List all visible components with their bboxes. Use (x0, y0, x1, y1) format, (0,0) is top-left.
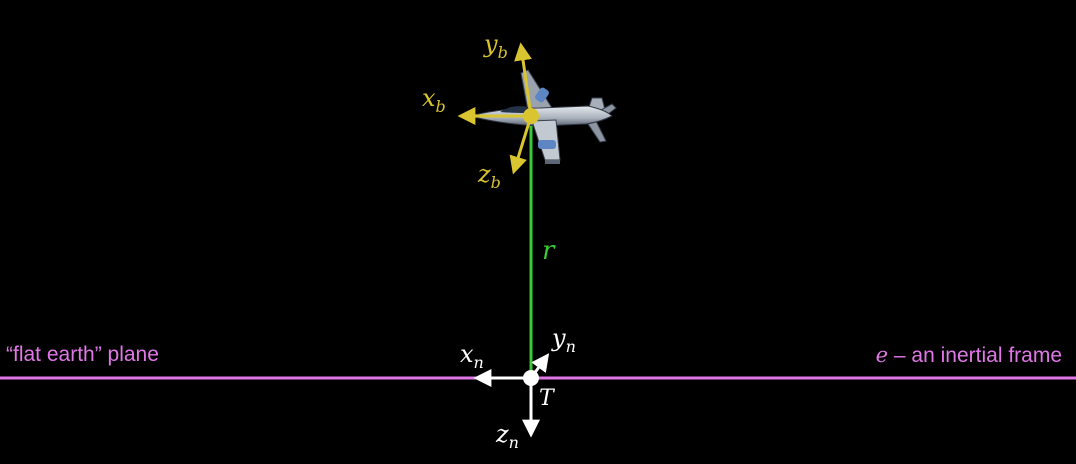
inertial-frame-label: e – an inertial frame (876, 343, 1062, 368)
nav-frame-origin (523, 370, 539, 386)
inertial-frame-symbol: e (875, 343, 889, 367)
body-y-axis-arrow (514, 42, 533, 117)
nav-y-axis-label: yn (552, 324, 576, 356)
nav-z-axis-label: zn (496, 420, 519, 452)
body-y-axis-label: yb (484, 30, 508, 62)
origin-label: T (539, 386, 554, 411)
inertial-frame-text: – an inertial frame (888, 344, 1062, 367)
body-frame-origin (523, 108, 539, 124)
position-vector-label: r (542, 236, 555, 266)
flat-earth-plane-label: “flat earth” plane (6, 343, 159, 366)
body-z-axis-arrow (509, 115, 533, 175)
body-z-axis-label: zb (478, 160, 501, 192)
nav-x-axis-label: xn (460, 340, 484, 372)
body-x-axis-label: xb (422, 84, 446, 116)
aircraft-icon (462, 69, 617, 164)
